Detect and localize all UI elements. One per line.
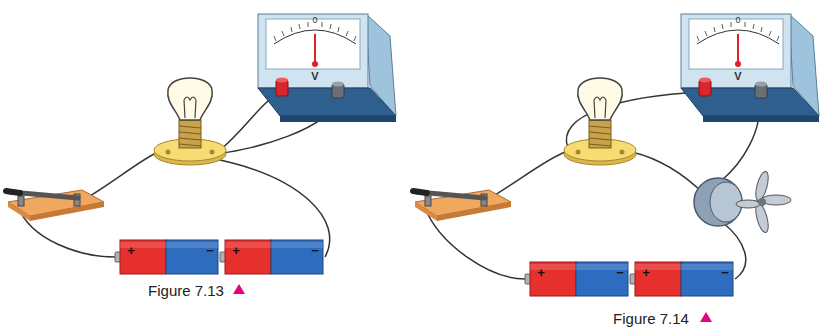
- switch: [6, 190, 104, 221]
- battery-cell: [630, 262, 733, 296]
- wires-fig-7-14: [490, 152, 565, 198]
- polarity-sign: −: [616, 266, 624, 279]
- polarity-sign: +: [537, 266, 545, 279]
- switch: [413, 190, 511, 221]
- marker-triangle: [700, 312, 712, 322]
- marker-triangle: [233, 284, 245, 294]
- motor-with-fan: [694, 170, 791, 234]
- meter-unit: V: [311, 71, 318, 82]
- battery-cell: [220, 240, 323, 274]
- scale-zero: 0: [735, 16, 740, 25]
- polarity-sign: +: [642, 266, 650, 279]
- lamp-in-holder: [154, 78, 226, 165]
- motor-with-fan: [736, 200, 760, 208]
- battery-cell: [115, 240, 218, 274]
- scale-zero: 0: [312, 16, 317, 25]
- polarity-sign: +: [127, 244, 135, 257]
- meter-unit: V: [734, 71, 741, 82]
- polarity-sign: −: [311, 244, 319, 257]
- figure-label: Figure 7.13: [148, 283, 224, 298]
- motor-with-fan: [758, 198, 766, 206]
- lamp-in-holder: [564, 78, 636, 165]
- voltmeter: [258, 14, 396, 122]
- motor-with-fan: [694, 178, 742, 226]
- polarity-sign: −: [721, 266, 729, 279]
- figure-label: Figure 7.14: [613, 311, 689, 326]
- polarity-sign: +: [232, 244, 240, 257]
- wires-fig-7-13: [83, 152, 158, 200]
- wires-fig-7-14: [722, 222, 746, 279]
- battery-cell: [525, 262, 628, 296]
- voltmeter: [681, 14, 819, 122]
- wires-fig-7-14: [632, 152, 705, 195]
- polarity-sign: −: [206, 244, 214, 257]
